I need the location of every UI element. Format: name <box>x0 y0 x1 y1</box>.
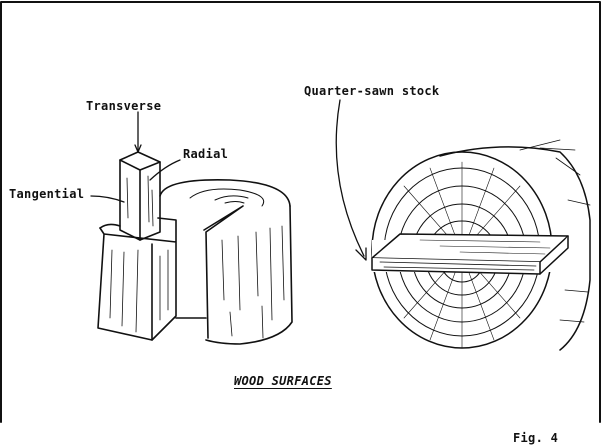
tangential-label: Tangential <box>9 187 85 201</box>
radial-pointer <box>149 159 181 181</box>
figure-border <box>0 1 601 423</box>
board-end-face <box>539 235 569 275</box>
stick-left-face <box>119 159 141 241</box>
log-top-ring-inner <box>214 195 249 201</box>
tangential-pointer <box>90 195 125 203</box>
wedge-top-curve <box>99 223 121 229</box>
stick-grain <box>147 175 154 227</box>
board-front-face <box>371 257 541 275</box>
quarter-sawn-label: Quarter-sawn stock <box>304 84 440 98</box>
wedge-texture <box>109 249 169 333</box>
stick-right-face <box>139 161 161 241</box>
bark-lines <box>519 139 591 323</box>
log-top-edge <box>159 179 291 207</box>
log-top-ring-core <box>224 201 245 204</box>
log-section-illustration <box>90 111 293 345</box>
radial-label: Radial <box>183 147 229 161</box>
log-wedge-cut <box>203 205 244 339</box>
log-body-outline <box>439 146 591 351</box>
transverse-arrowhead <box>134 144 142 153</box>
log-top-ring <box>189 188 265 207</box>
board-grain <box>379 261 537 271</box>
transverse-label: Transverse <box>86 99 162 113</box>
stick-grain-left <box>126 177 129 219</box>
log-right-side <box>205 205 293 345</box>
quarter-sawn-arrowhead <box>355 247 367 261</box>
quarter-sawn-pointer <box>335 99 365 257</box>
quarter-sawn-illustration <box>335 99 591 351</box>
board-top-grain <box>419 239 551 255</box>
figure-title: WOOD SURFACES <box>234 374 332 388</box>
figure-number: Fig. 4 <box>513 431 559 445</box>
log-bark-texture <box>221 225 285 339</box>
stick-top-face <box>119 151 161 171</box>
